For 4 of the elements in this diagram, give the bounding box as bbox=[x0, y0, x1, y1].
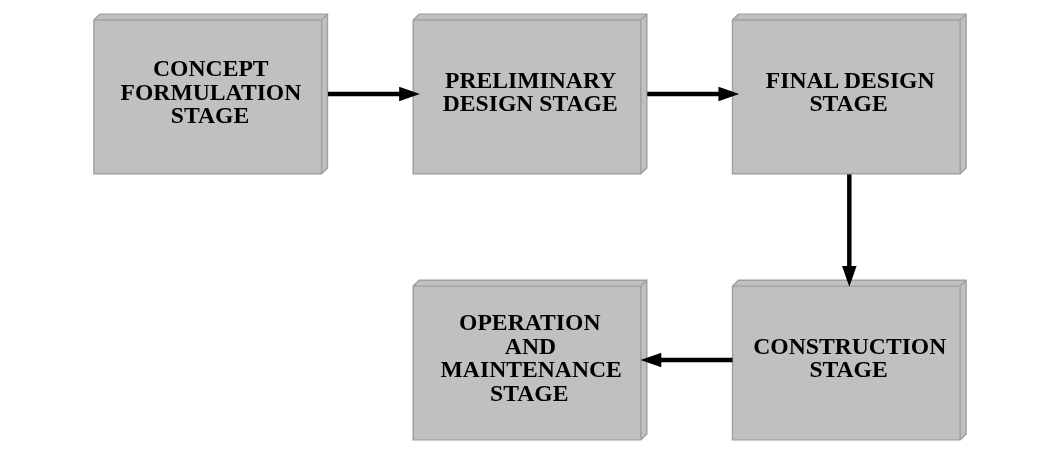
arrow bbox=[640, 352, 732, 368]
arrow bbox=[646, 86, 739, 102]
arrow bbox=[327, 86, 420, 102]
arrow bbox=[841, 174, 857, 287]
